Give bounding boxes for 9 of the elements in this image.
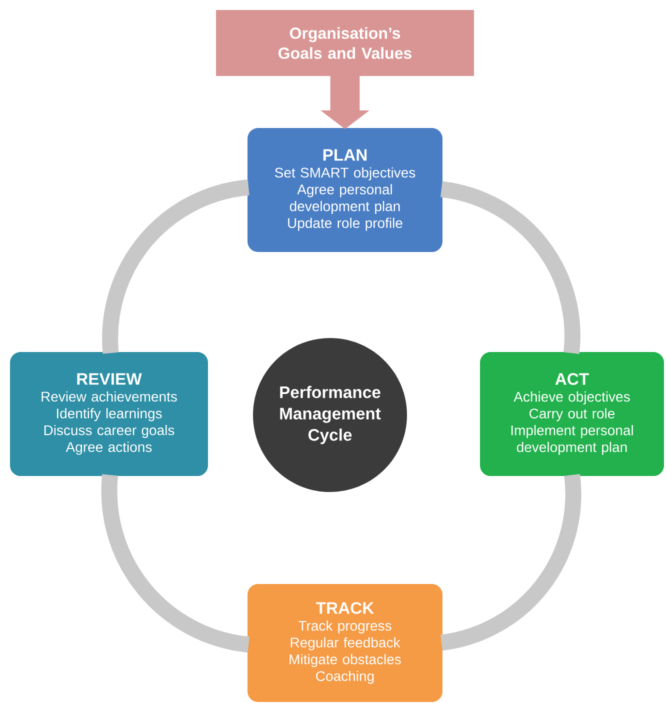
stage-box: PLAN Set SMART objectives Agree personal development plan Update role profile (248, 128, 442, 252)
cycle-arc (440, 181, 580, 354)
stage-box: REVIEW Review achievements Identify learnings Discuss career goals Agree actions (10, 352, 208, 476)
goal-banner: Organisation’s Goals and Values (216, 10, 474, 76)
cycle-arc (102, 179, 250, 354)
stage-box: TRACK Track progress Regular feedback Mitigate obstacles Coaching (248, 584, 442, 702)
cycle-arc (101, 474, 250, 652)
cycle-arc (440, 474, 582, 651)
stage-box: ACT Achieve objectives Carry out role Implement personal development plan (480, 352, 664, 476)
